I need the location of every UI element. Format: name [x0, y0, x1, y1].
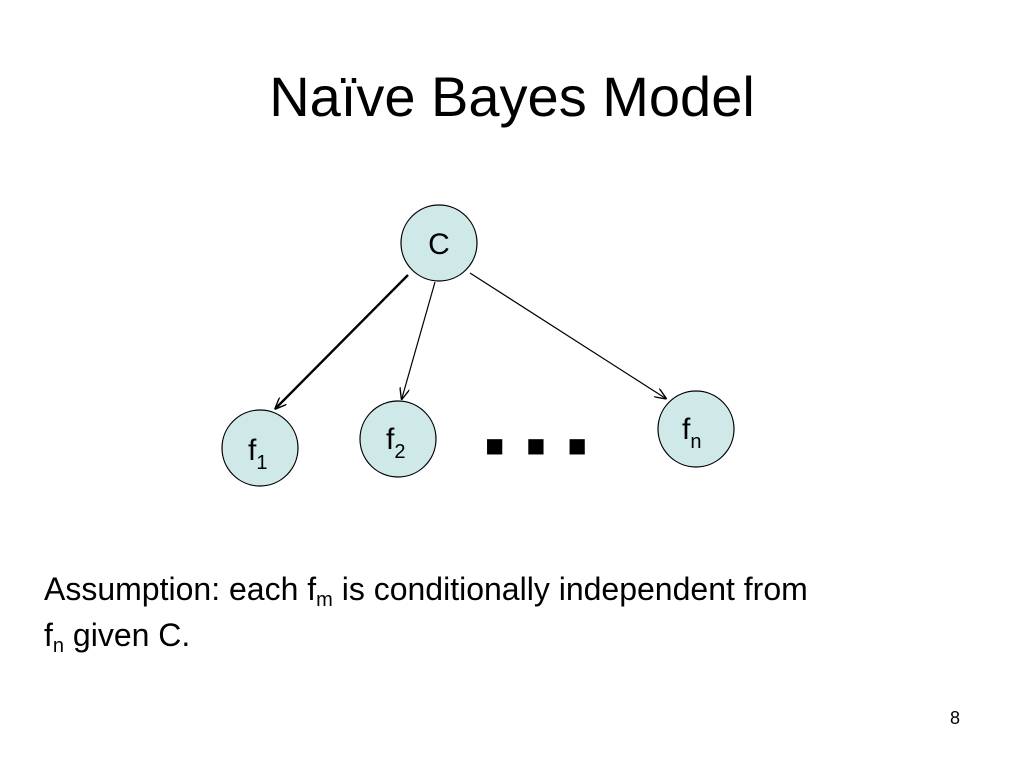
edge-c-f1 [276, 274, 409, 408]
assumption-suffix: given C. [64, 617, 191, 653]
node-f2: f2 [359, 400, 437, 478]
assumption-text: Assumption: each fm is conditionally ind… [44, 566, 1014, 658]
assumption-line2-prefix: f [44, 617, 53, 653]
edge-c-f2 [402, 281, 436, 398]
node-fn: fn [657, 390, 735, 468]
svg-text:f2: f2 [386, 423, 405, 463]
node-f1-label: f [248, 434, 257, 467]
node-c: C [400, 204, 478, 282]
svg-text:f1: f1 [248, 434, 267, 474]
assumption-sub-n: n [52, 635, 65, 657]
node-c-label: C [428, 228, 450, 261]
assumption-prefix: Assumption: each f [44, 571, 317, 607]
node-f1: f1 [221, 409, 299, 487]
node-f1-sub: 1 [256, 452, 267, 474]
slide-number: 8 [949, 708, 960, 728]
assumption-sub-m: m [316, 589, 333, 611]
node-fn-sub: n [690, 431, 701, 453]
ellipsis: ■ ■ ■ [485, 433, 594, 457]
node-f2-sub: 2 [394, 441, 405, 463]
edge-c-fn [469, 272, 665, 398]
node-fn-label: f [682, 413, 691, 446]
assumption-middle: is conditionally independent from [332, 571, 808, 607]
node-f2-label: f [386, 423, 395, 456]
slide-title: Naïve Bayes Model [269, 65, 755, 128]
svg-text:fn: fn [682, 413, 701, 453]
